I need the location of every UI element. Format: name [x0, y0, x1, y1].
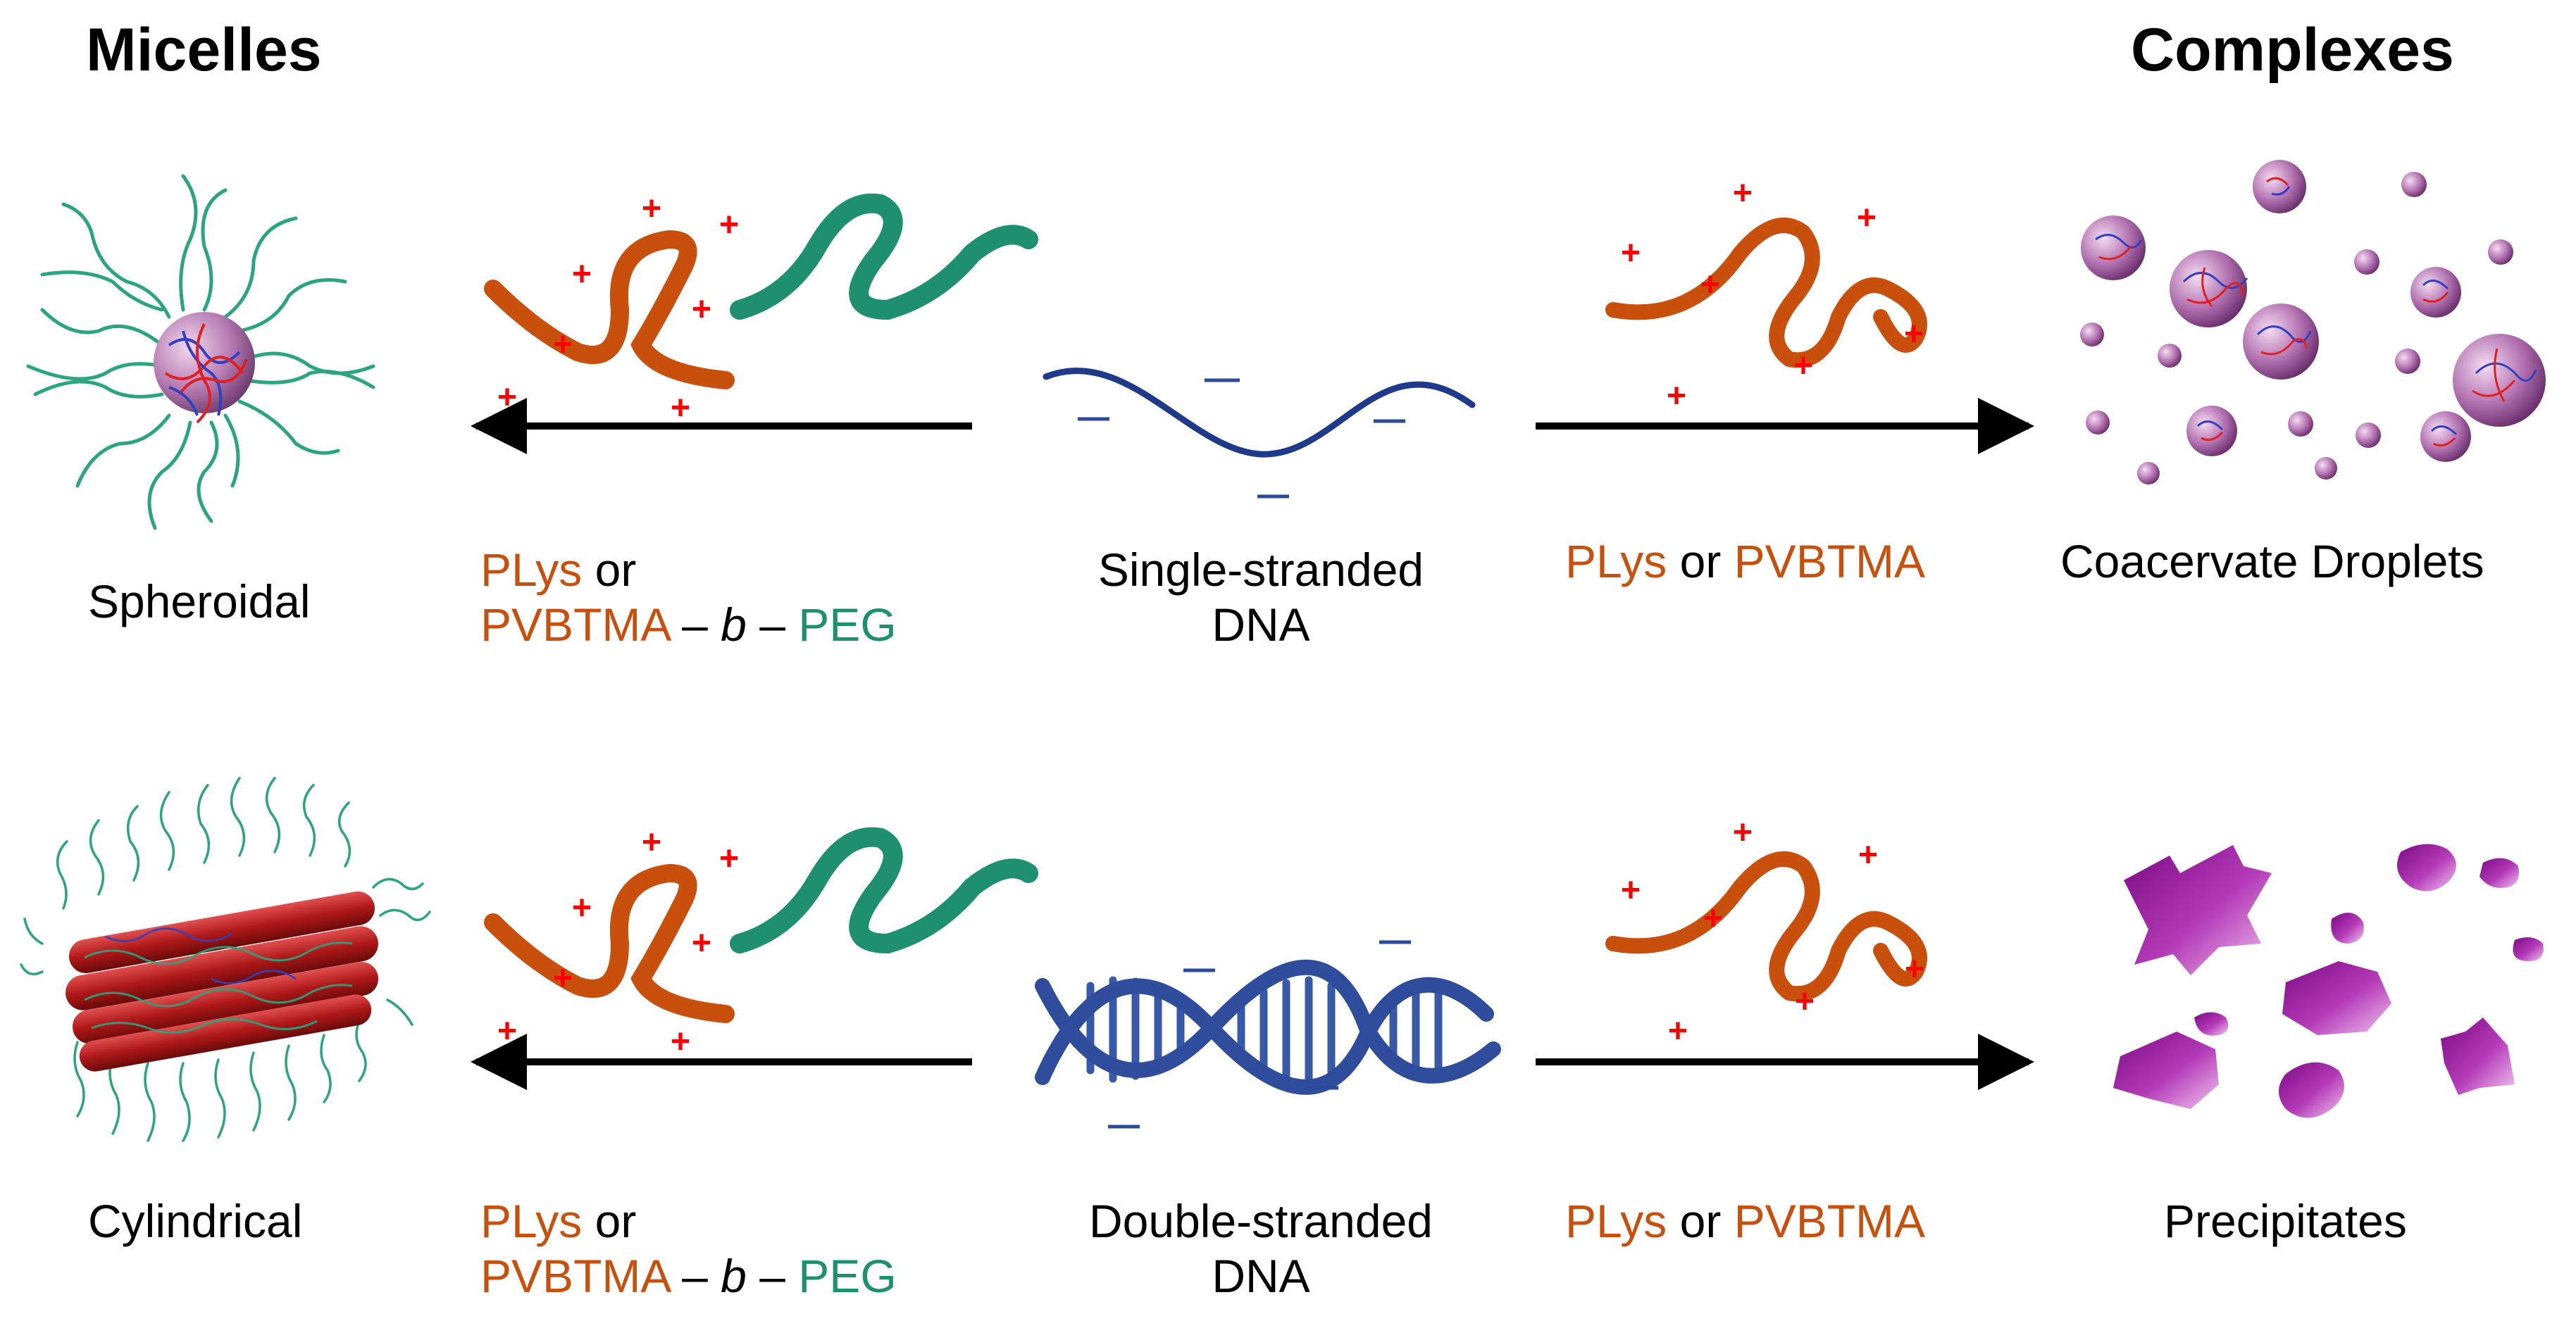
svg-text:+: +: [1857, 199, 1877, 237]
block-copolymer-icon-2: [484, 827, 1038, 1023]
svg-text:+: +: [572, 256, 592, 293]
svg-text:+: +: [497, 1013, 517, 1050]
svg-text:+: +: [497, 379, 517, 416]
homopolymer-label-2: PLys or PVBTMA: [1565, 1194, 1925, 1248]
svg-text:+: +: [1621, 234, 1641, 272]
svg-text:+: +: [692, 925, 711, 962]
pvbtma-text: PVBTMA: [1734, 535, 1926, 587]
pvbtma-text: PVBTMA: [480, 1250, 669, 1302]
or-text: or: [595, 544, 637, 596]
spheroidal-micelle-icon: [26, 174, 375, 530]
svg-text:+: +: [1621, 872, 1641, 909]
svg-text:+: +: [553, 326, 573, 363]
cylindrical-label: Cylindrical: [88, 1195, 303, 1247]
coacervate-label: Coacervate Droplets: [2060, 535, 2484, 587]
svg-text:+: +: [1793, 347, 1813, 384]
plys-text: PLys: [480, 544, 583, 596]
or-text: or: [1679, 535, 1722, 587]
plys-text: PLys: [1565, 1195, 1667, 1247]
svg-text:+: +: [671, 1023, 690, 1060]
spheroidal-label: Spheroidal: [88, 575, 311, 627]
svg-text:+: +: [671, 389, 690, 427]
dna-line1: Double-stranded: [1089, 1195, 1433, 1247]
copolymer-label: PLys or PVBTMA – b – PEG: [480, 542, 897, 652]
svg-text:+: +: [1700, 266, 1720, 303]
homopolymer-icon-2: + + + + + + +: [1605, 814, 1927, 1050]
plys-text: PLys: [1565, 535, 1667, 587]
pvbtma-text: PVBTMA: [480, 599, 669, 651]
peg-text: PEG: [798, 1250, 897, 1302]
pvbtma-text: PVBTMA: [1734, 1195, 1926, 1247]
block-b-text: b: [721, 599, 747, 651]
positive-charge-markers-2: + + + + + + +: [497, 824, 739, 1060]
copolymer-label-2: PLys or PVBTMA – b – PEG: [480, 1194, 897, 1303]
dna-label-2: Double-stranded DNA: [1043, 1194, 1479, 1303]
homopolymer-icon: + + + + + + +: [1605, 175, 1927, 415]
svg-text:+: +: [1667, 377, 1686, 415]
dna-line2: DNA: [1212, 1250, 1310, 1302]
block-b-text: b: [721, 1250, 747, 1302]
svg-text:+: +: [642, 824, 661, 861]
svg-text:+: +: [1858, 837, 1878, 874]
cylindrical-micelle-icon: [20, 777, 431, 1142]
or-text: or: [595, 1195, 637, 1247]
svg-text:+: +: [572, 889, 592, 927]
svg-text:+: +: [692, 291, 711, 328]
dna-line1: Single-stranded: [1097, 544, 1424, 596]
dash-text: –: [682, 1250, 708, 1302]
svg-text:+: +: [719, 840, 739, 877]
dna-label: Single-stranded DNA: [1043, 542, 1479, 652]
or-text: or: [1679, 1195, 1722, 1247]
homopolymer-label: PLys or PVBTMA: [1565, 534, 1925, 589]
plys-text: PLys: [480, 1195, 583, 1247]
block-copolymer-icon: [484, 193, 1038, 389]
svg-text:+: +: [1733, 175, 1753, 212]
dash-text: –: [759, 599, 785, 651]
svg-text:+: +: [1905, 951, 1924, 988]
complexes-heading: Complexes: [2131, 16, 2454, 84]
peg-text: PEG: [798, 599, 897, 651]
svg-text:+: +: [1703, 900, 1723, 937]
dna-line2: DNA: [1212, 599, 1310, 651]
svg-text:+: +: [1795, 983, 1815, 1020]
svg-text:+: +: [1904, 315, 1924, 353]
svg-text:+: +: [1668, 1013, 1688, 1050]
coacervate-droplets-icon: [2080, 160, 2546, 484]
single-strand-dna-icon: [1043, 368, 1476, 499]
positive-charge-markers: + + + + + + +: [497, 190, 739, 427]
precipitates-label: Precipitates: [2164, 1195, 2407, 1247]
svg-text:+: +: [1733, 814, 1753, 851]
svg-text:+: +: [642, 190, 661, 227]
dash-text: –: [759, 1250, 785, 1302]
svg-text:+: +: [553, 960, 573, 997]
micelles-heading: Micelles: [86, 16, 322, 84]
dash-text: –: [682, 599, 708, 651]
svg-text:+: +: [719, 206, 739, 244]
double-strand-dna-icon: [1035, 940, 1501, 1129]
precipitates-icon: [2113, 844, 2544, 1118]
